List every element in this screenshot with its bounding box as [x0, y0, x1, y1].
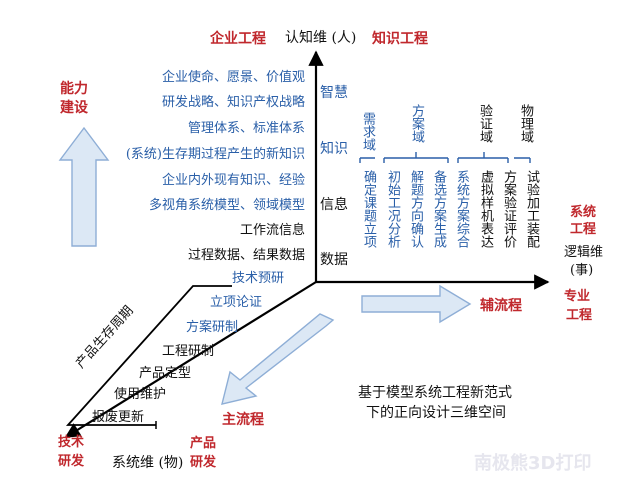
system-axis-label: 系统维 (物): [112, 455, 184, 471]
aux-flow-label: 辅流程: [480, 298, 522, 314]
main-flow-label: 主流程: [222, 412, 264, 428]
logic-step: 方案验证评价: [501, 170, 516, 248]
enterprise-engineering-label: 企业工程: [210, 31, 266, 47]
knowledge-item: 研发战略、知识产权战略: [161, 95, 305, 110]
systems-engineering-label-line2: 工程: [570, 222, 597, 237]
specialty-engineering-label-line1: 专业: [564, 289, 591, 304]
lifecycle-stage: 立项论证: [210, 295, 263, 310]
logic-step: 系统方案综合: [454, 170, 469, 248]
logic-step: 确定课题立项: [361, 170, 376, 248]
capability-label-line2: 建设: [60, 100, 88, 116]
physical-domain-bracket: [514, 157, 531, 163]
lifecycle-stage: 使用维护: [114, 387, 167, 402]
logic-axis-label-line1: 逻辑维: [564, 245, 604, 260]
lifecycle-bracket: [65, 285, 232, 426]
knowledge-item: 多视角系统模型、领域模型: [148, 198, 305, 213]
logic-step: 虚拟样机表达: [478, 170, 493, 248]
knowledge-engineering-label: 知识工程: [372, 31, 428, 47]
logic-axis-label-line2: (事): [570, 263, 594, 278]
specialty-engineering-label-line2: 工程: [566, 308, 593, 323]
domain-requirement: 需求域: [360, 112, 375, 151]
main-flow-arrow: [221, 313, 335, 405]
cognition-axis-label: 认知维 (人): [285, 30, 357, 46]
knowledge-item: 企业使命、愿景、价值观: [161, 70, 305, 85]
tech-rd-label-line1: 技术: [58, 435, 85, 450]
level-information: 信息: [320, 197, 348, 213]
caption-line1: 基于模型系统工程新范式: [358, 385, 512, 401]
lifecycle-stage: 产品定型: [139, 366, 192, 381]
capability-label-line1: 能力: [60, 81, 88, 97]
systems-engineering-label-line1: 系统: [570, 205, 597, 220]
aux-flow-arrow: [361, 284, 472, 324]
knowledge-item: 企业内外现有知识、经验: [161, 173, 305, 188]
lifecycle-stage: 方案研制: [186, 320, 239, 335]
knowledge-item: 工作流信息: [239, 223, 305, 238]
lifecycle-stage: 工程研制: [162, 344, 215, 359]
level-data: 数据: [320, 252, 348, 268]
product-rd-label-line1: 产品: [190, 436, 217, 451]
verification-domain-bracket: [457, 152, 509, 163]
domain-solution: 方案域: [409, 104, 424, 143]
logic-step: 解题方向确认: [408, 170, 423, 248]
tech-rd-label-line2: 研发: [58, 454, 85, 469]
knowledge-item: 管理体系、标准体系: [187, 121, 305, 136]
logic-step: 初始工况分析: [385, 170, 400, 248]
requirement-domain-bracket: [359, 157, 375, 163]
system-axis: [64, 281, 317, 438]
caption-line2: 下的正向设计三维空间: [366, 405, 506, 421]
knowledge-item: 过程数据、结果数据: [187, 248, 305, 263]
domain-physical: 物理域: [518, 104, 533, 143]
level-wisdom: 智慧: [320, 85, 348, 101]
level-knowledge: 知识: [320, 141, 348, 157]
domain-verification: 验证域: [477, 104, 492, 143]
capability-arrow: [58, 126, 110, 247]
product-rd-label-line2: 研发: [190, 455, 217, 470]
solution-domain-bracket: [383, 152, 449, 163]
lifecycle-stage: 技术预研: [232, 271, 285, 286]
lifecycle-stage: 报废更新: [92, 410, 145, 425]
logic-step: 试验加工装配: [524, 170, 539, 248]
watermark-text: 南极熊3D打印: [474, 453, 592, 474]
logic-step: 备选方案生成: [431, 170, 446, 248]
knowledge-item: (系统)生存期过程产生的新知识: [125, 147, 305, 162]
